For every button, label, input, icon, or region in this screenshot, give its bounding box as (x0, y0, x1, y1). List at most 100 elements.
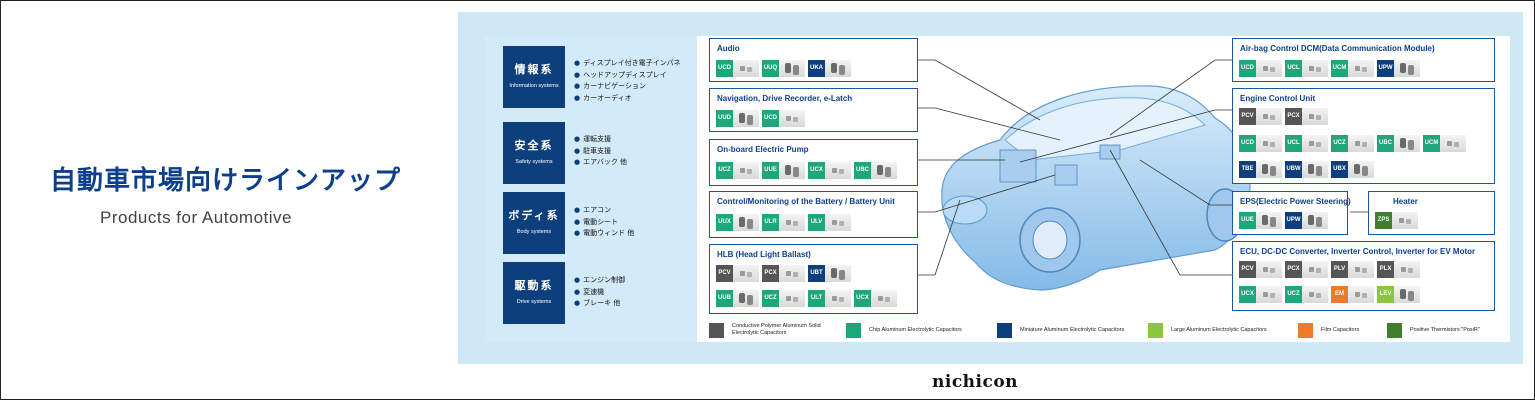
product-badge[interactable]: UUE (762, 162, 779, 179)
product-badge[interactable]: UCD (1239, 60, 1256, 77)
product-image (1348, 60, 1374, 77)
nichicon-logo[interactable]: nichicon (932, 372, 1019, 392)
card-title: Navigation, Drive Recorder, e-Latch (717, 94, 853, 103)
product-badge[interactable]: UUQ (762, 60, 779, 77)
card-title: Engine Control Unit (1240, 94, 1316, 103)
card-title: Audio (717, 44, 740, 53)
product-badge[interactable]: UPW (1377, 60, 1394, 77)
product-image (825, 162, 851, 179)
product-badge[interactable]: UCL (1285, 135, 1302, 152)
product-badge[interactable]: PLX (1377, 261, 1394, 278)
legend-swatch (997, 323, 1012, 338)
product-image (1394, 60, 1420, 77)
product-badge[interactable]: UUX (716, 214, 733, 231)
product-badge[interactable]: UCD (716, 60, 733, 77)
product-image (779, 162, 805, 179)
badge-row: UUE UPW (1239, 212, 1331, 229)
system-label-en: Body systems (516, 229, 552, 235)
product-badge[interactable]: PCX (1285, 261, 1302, 278)
card-title: Heater (1393, 197, 1418, 206)
badge-row: UUB UCZ ULT UCX (716, 290, 900, 307)
product-badge[interactable]: UBC (854, 162, 871, 179)
product-badge[interactable]: UCX (808, 162, 825, 179)
product-badge[interactable]: PLV (1331, 261, 1348, 278)
product-badge[interactable]: UPW (1285, 212, 1302, 229)
product-image (871, 162, 897, 179)
system-label: ボディ系 (508, 209, 560, 222)
card-ecu: ECU, DC-DC Converter, Inverter Control, … (1232, 241, 1495, 311)
badge-row: PCV PCX UBT (716, 265, 854, 282)
badge-row: PCV PCX PLV PLX (1239, 261, 1423, 278)
product-badge[interactable]: UCX (854, 290, 871, 307)
product-badge[interactable]: UCX (1239, 286, 1256, 303)
product-image (1256, 286, 1282, 303)
product-badge[interactable]: UCZ (716, 162, 733, 179)
badge-row: UCD UCL UCM UPW (1239, 60, 1423, 77)
product-image (1348, 135, 1374, 152)
card-title: ECU, DC-DC Converter, Inverter Control, … (1240, 247, 1476, 256)
product-badge[interactable]: ULV (808, 214, 825, 231)
product-badge[interactable]: UUB (716, 290, 733, 307)
product-image (1302, 212, 1328, 229)
product-badge[interactable]: UBW (1285, 161, 1302, 178)
product-badge[interactable]: UCL (1285, 60, 1302, 77)
legend-label: Positive Thermistors "PosiR" (1410, 327, 1480, 333)
product-badge[interactable]: UCZ (762, 290, 779, 307)
system-body: ボディ系 Body systems (503, 192, 565, 254)
legend-item: Large Aluminum Electrolytic Capacitors (1148, 323, 1293, 338)
card-engine: Engine Control Unit PCV PCX UCD UCL UCZ … (1232, 88, 1495, 184)
product-badge[interactable]: TBE (1239, 161, 1256, 178)
product-image (1256, 161, 1282, 178)
product-badge[interactable]: EM (1331, 286, 1348, 303)
product-badge[interactable]: ULR (762, 214, 779, 231)
product-image (733, 265, 759, 282)
legend-swatch (846, 323, 861, 338)
product-badge[interactable]: ULT (808, 290, 825, 307)
product-badge[interactable]: UUE (1239, 212, 1256, 229)
product-badge[interactable]: LEV (1377, 286, 1394, 303)
legend-label: Miniature Aluminum Electrolytic Capacito… (1020, 327, 1125, 333)
product-badge[interactable]: UUD (716, 110, 733, 127)
legend-label: Large Aluminum Electrolytic Capacitors (1171, 327, 1267, 333)
badge-row: UUD UCD (716, 110, 808, 127)
product-badge[interactable]: PCV (1239, 261, 1256, 278)
product-badge[interactable]: UCZ (1285, 286, 1302, 303)
product-image (733, 60, 759, 77)
badge-row: TBE UBW UBX (1239, 161, 1377, 178)
system-label: 駆動系 (514, 279, 554, 292)
product-image (779, 214, 805, 231)
product-badge[interactable]: UBC (1377, 135, 1394, 152)
list-item: エンジン制御 (574, 275, 625, 287)
product-badge[interactable]: PCV (1239, 108, 1256, 125)
product-badge[interactable]: UCD (1239, 135, 1256, 152)
product-badge[interactable]: PCX (1285, 108, 1302, 125)
product-badge[interactable]: PCV (716, 265, 733, 282)
product-image (1394, 286, 1420, 303)
product-badge[interactable]: UCM (1331, 60, 1348, 77)
product-image (1302, 161, 1328, 178)
list-item: 運転支援 (574, 134, 627, 146)
product-image (825, 60, 851, 77)
product-badge[interactable]: UBX (1331, 161, 1348, 178)
list-item: ヘッドアップディスプレイ (574, 70, 681, 82)
system-body-list: エアコン 電動シート 電動ウィンド 他 (574, 205, 634, 240)
product-badge[interactable]: UCM (1423, 135, 1440, 152)
card-title: EPS(Electric Power Steering) (1240, 197, 1351, 206)
product-image (1348, 261, 1374, 278)
product-badge[interactable]: UCZ (1331, 135, 1348, 152)
product-image (825, 265, 851, 282)
connector-lines (918, 59, 1368, 276)
card-battery: Control/Monitoring of the Battery / Batt… (709, 191, 918, 238)
product-badge[interactable]: UBT (808, 265, 825, 282)
list-item: 電動シート (574, 217, 634, 229)
product-badge[interactable]: UCD (762, 110, 779, 127)
product-badge[interactable]: ZPS (1375, 212, 1392, 229)
product-image (1302, 286, 1328, 303)
product-badge[interactable]: UKA (808, 60, 825, 77)
list-item: 電動ウィンド 他 (574, 228, 634, 240)
list-item: ディスプレイ付き電子インパネ (574, 58, 681, 70)
system-drive: 駆動系 Drive systems (503, 262, 565, 324)
product-badge[interactable]: PCX (762, 265, 779, 282)
card-title: On-board Electric Pump (717, 145, 809, 154)
card-audio: Audio UCD UUQ UKA (709, 38, 918, 82)
